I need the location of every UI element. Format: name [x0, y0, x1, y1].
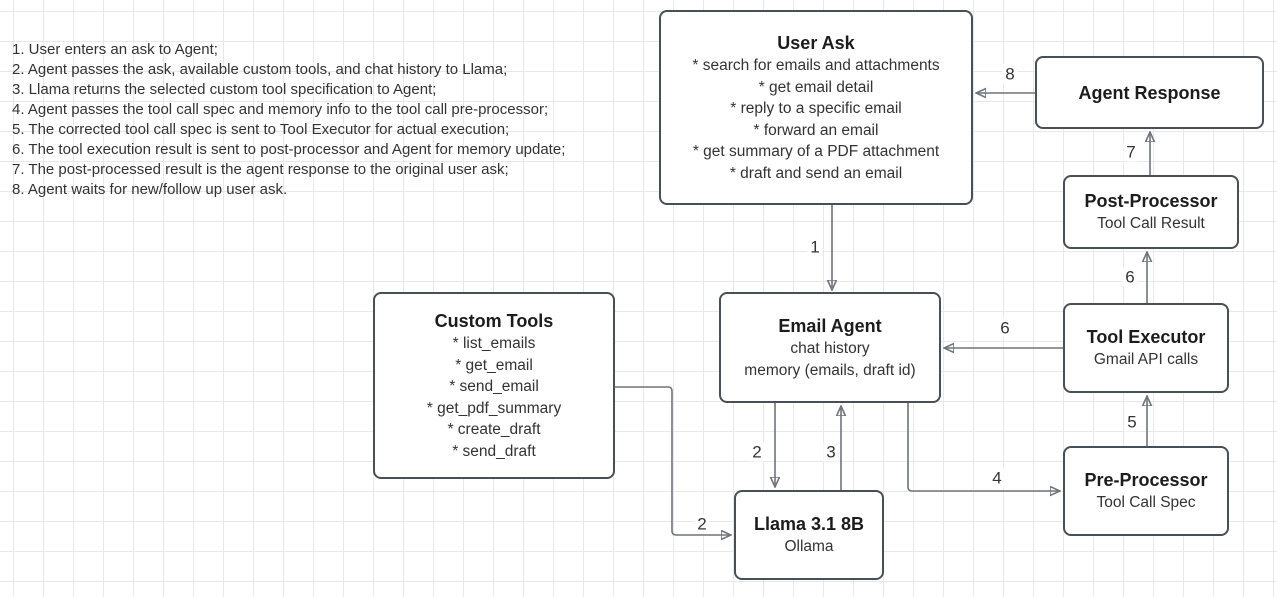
node-line: * create_draft	[447, 421, 541, 438]
arrow-step2-customtools-to-llama	[615, 386, 730, 535]
node-post-processor: Post-Processor Tool Call Result	[1063, 175, 1239, 249]
note-step-8: 8. Agent waits for new/follow up user as…	[12, 181, 288, 198]
node-title: Pre-Processor	[1084, 470, 1208, 491]
node-line: * reply to a specific email	[730, 100, 902, 117]
node-title: Llama 3.1 8B	[753, 514, 865, 535]
node-title: Post-Processor	[1084, 191, 1218, 212]
arrow-label-step7: 7	[1123, 142, 1139, 162]
note-step-2: 2. Agent passes the ask, available custo…	[12, 61, 508, 78]
node-subtitle: Gmail API calls	[1093, 351, 1199, 369]
node-user-ask: User Ask * search for emails and attachm…	[659, 10, 973, 205]
arrow-step4-emailagent-to-preprocessor	[907, 403, 1059, 491]
node-line: * send_email	[449, 378, 539, 395]
node-title: Tool Executor	[1086, 327, 1206, 348]
node-line: * get_pdf_summary	[426, 399, 562, 417]
node-title: Agent Response	[1078, 82, 1221, 103]
note-step-6: 6. The tool execution result is sent to …	[12, 141, 566, 158]
node-line: * search for emails and attachments	[692, 57, 940, 74]
arrow-label-step6-to-agent: 6	[997, 318, 1013, 338]
node-line: memory (emails, draft id)	[744, 361, 916, 379]
node-subtitle: Tool Call Spec	[1096, 494, 1196, 512]
node-custom-tools: Custom Tools * list_emails * get_email *…	[373, 292, 615, 479]
node-line: * get_email	[455, 356, 533, 374]
node-line: * draft and send an email	[729, 164, 903, 182]
node-pre-processor: Pre-Processor Tool Call Spec	[1063, 446, 1229, 536]
note-step-3: 3. Llama returns the selected custom too…	[12, 81, 437, 98]
arrow-label-step3: 3	[823, 442, 839, 462]
node-line: * list_emails	[452, 335, 536, 352]
note-step-4: 4. Agent passes the tool call spec and m…	[12, 101, 549, 118]
arrow-label-step2-tools-to-llama: 2	[694, 514, 710, 534]
note-step-1: 1. User enters an ask to Agent;	[12, 41, 218, 58]
node-llama: Llama 3.1 8B Ollama	[734, 490, 884, 580]
node-line: * get summary of a PDF attachment	[692, 143, 940, 160]
node-title: Email Agent	[778, 316, 882, 336]
node-subtitle: Ollama	[784, 538, 834, 556]
node-line: * send_draft	[452, 442, 536, 460]
arrow-label-step4: 4	[989, 468, 1005, 488]
arrow-label-step5: 5	[1124, 412, 1140, 432]
note-step-7: 7. The post-processed result is the agen…	[12, 161, 509, 178]
process-notes: 1. User enters an ask to Agent; 2. Agent…	[12, 40, 652, 200]
node-subtitle: Tool Call Result	[1097, 215, 1205, 233]
node-title: Custom Tools	[434, 311, 554, 331]
node-email-agent: Email Agent chat history memory (emails,…	[719, 292, 941, 403]
node-line: chat history	[790, 340, 870, 357]
arrow-label-step2-agent-to-llama: 2	[749, 442, 765, 462]
node-tool-executor: Tool Executor Gmail API calls	[1063, 303, 1229, 393]
arrow-label-step6-to-postprocessor: 6	[1122, 267, 1138, 287]
node-line: * get email detail	[758, 78, 874, 96]
arrow-label-step8: 8	[1002, 64, 1018, 84]
note-step-5: 5. The corrected tool call spec is sent …	[12, 121, 510, 138]
arrow-label-step1: 1	[807, 237, 823, 257]
node-title: User Ask	[777, 33, 855, 53]
node-line: * forward an email	[753, 121, 879, 139]
node-agent-response: Agent Response	[1035, 56, 1264, 129]
